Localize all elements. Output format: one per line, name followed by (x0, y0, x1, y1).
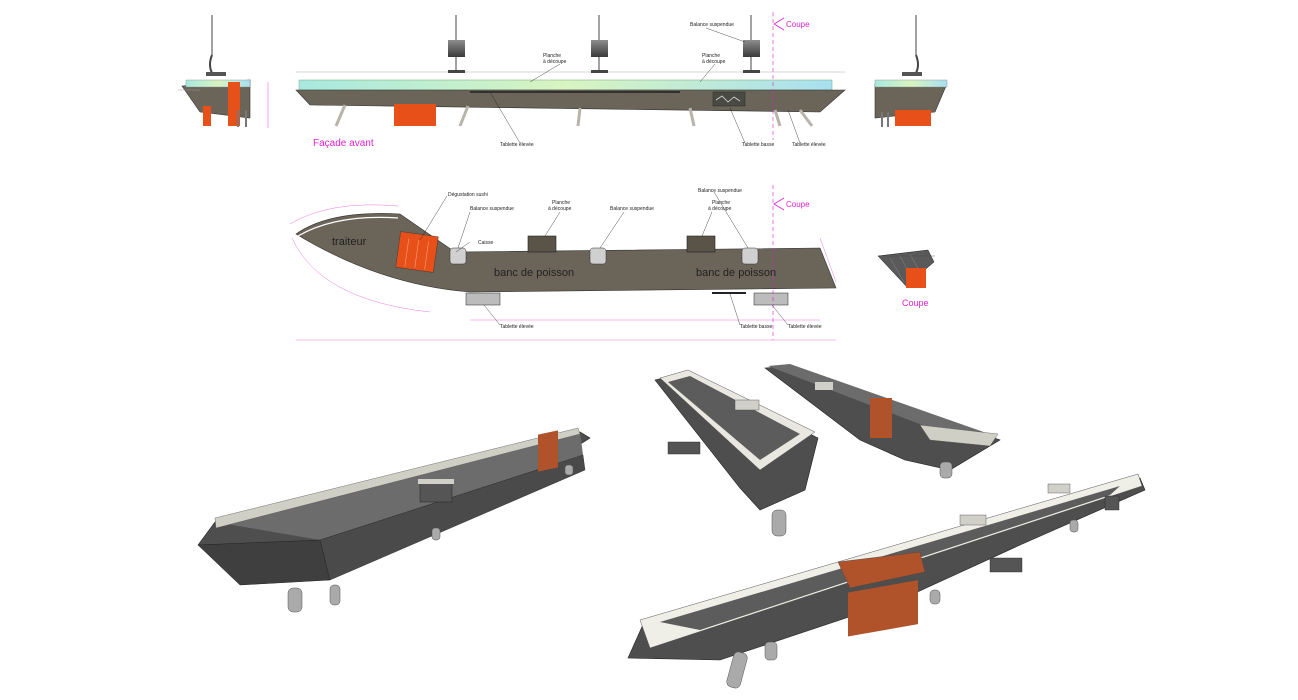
render-top (654, 364, 1001, 537)
label-planche-1: Planche (543, 53, 561, 59)
section-view: Coupe (877, 249, 935, 308)
label-tablette-elevee-right-front: Tablette élevée (792, 142, 826, 148)
label-tablette-elevee-left-plan: Tablette élevée (500, 324, 534, 330)
label-tablette-elevee-right-plan: Tablette élevée (788, 324, 822, 330)
label-traiteur: traiteur (332, 236, 367, 248)
label-planche-2: à découpe (543, 59, 567, 65)
label-balance-2: Balance suspendue (610, 206, 654, 212)
label-planche-b1: Planche (702, 53, 720, 59)
right-side-view (874, 15, 948, 127)
label-planche-plan-1: Planche (552, 200, 570, 206)
coupe-marker-front: Coupe (786, 20, 810, 29)
label-balance-3: Balance suspendue (698, 188, 742, 194)
render-bottom (627, 473, 1146, 689)
coupe-marker-plan: Coupe (786, 200, 810, 209)
label-caisse: Caisse (478, 240, 494, 246)
label-banc-1: banc de poisson (494, 267, 574, 279)
left-side-view (178, 15, 269, 128)
label-balance-suspendue-front: Balance suspendue (690, 22, 734, 28)
label-planche-b2: à découpe (702, 59, 726, 65)
front-elevation: Coupe Balance suspendue Planche à découp… (178, 12, 948, 149)
hanging-scales (448, 15, 760, 73)
label-planche-plan-1b: à découpe (548, 206, 572, 212)
label-banc-2: banc de poisson (696, 267, 776, 279)
plan-view: Coupe Dégustation sushi Balance suspendu… (289, 185, 837, 341)
label-tablette-basse-plan: Tablette basse (740, 324, 772, 330)
label-tablette-elevee-left-front: Tablette élevée (500, 142, 534, 148)
label-balance-1: Balance suspendue (470, 206, 514, 212)
render-left (197, 427, 591, 613)
label-tablette-basse-front: Tablette basse (742, 142, 774, 148)
label-planche-plan-2: Planche (712, 200, 730, 206)
label-planche-plan-2b: à découpe (708, 206, 732, 212)
section-view-title: Coupe (902, 298, 929, 308)
legs (334, 104, 814, 127)
front-counter (295, 71, 846, 127)
front-view-title: Façade avant (313, 138, 374, 149)
label-degustation: Dégustation sushi (448, 192, 488, 198)
